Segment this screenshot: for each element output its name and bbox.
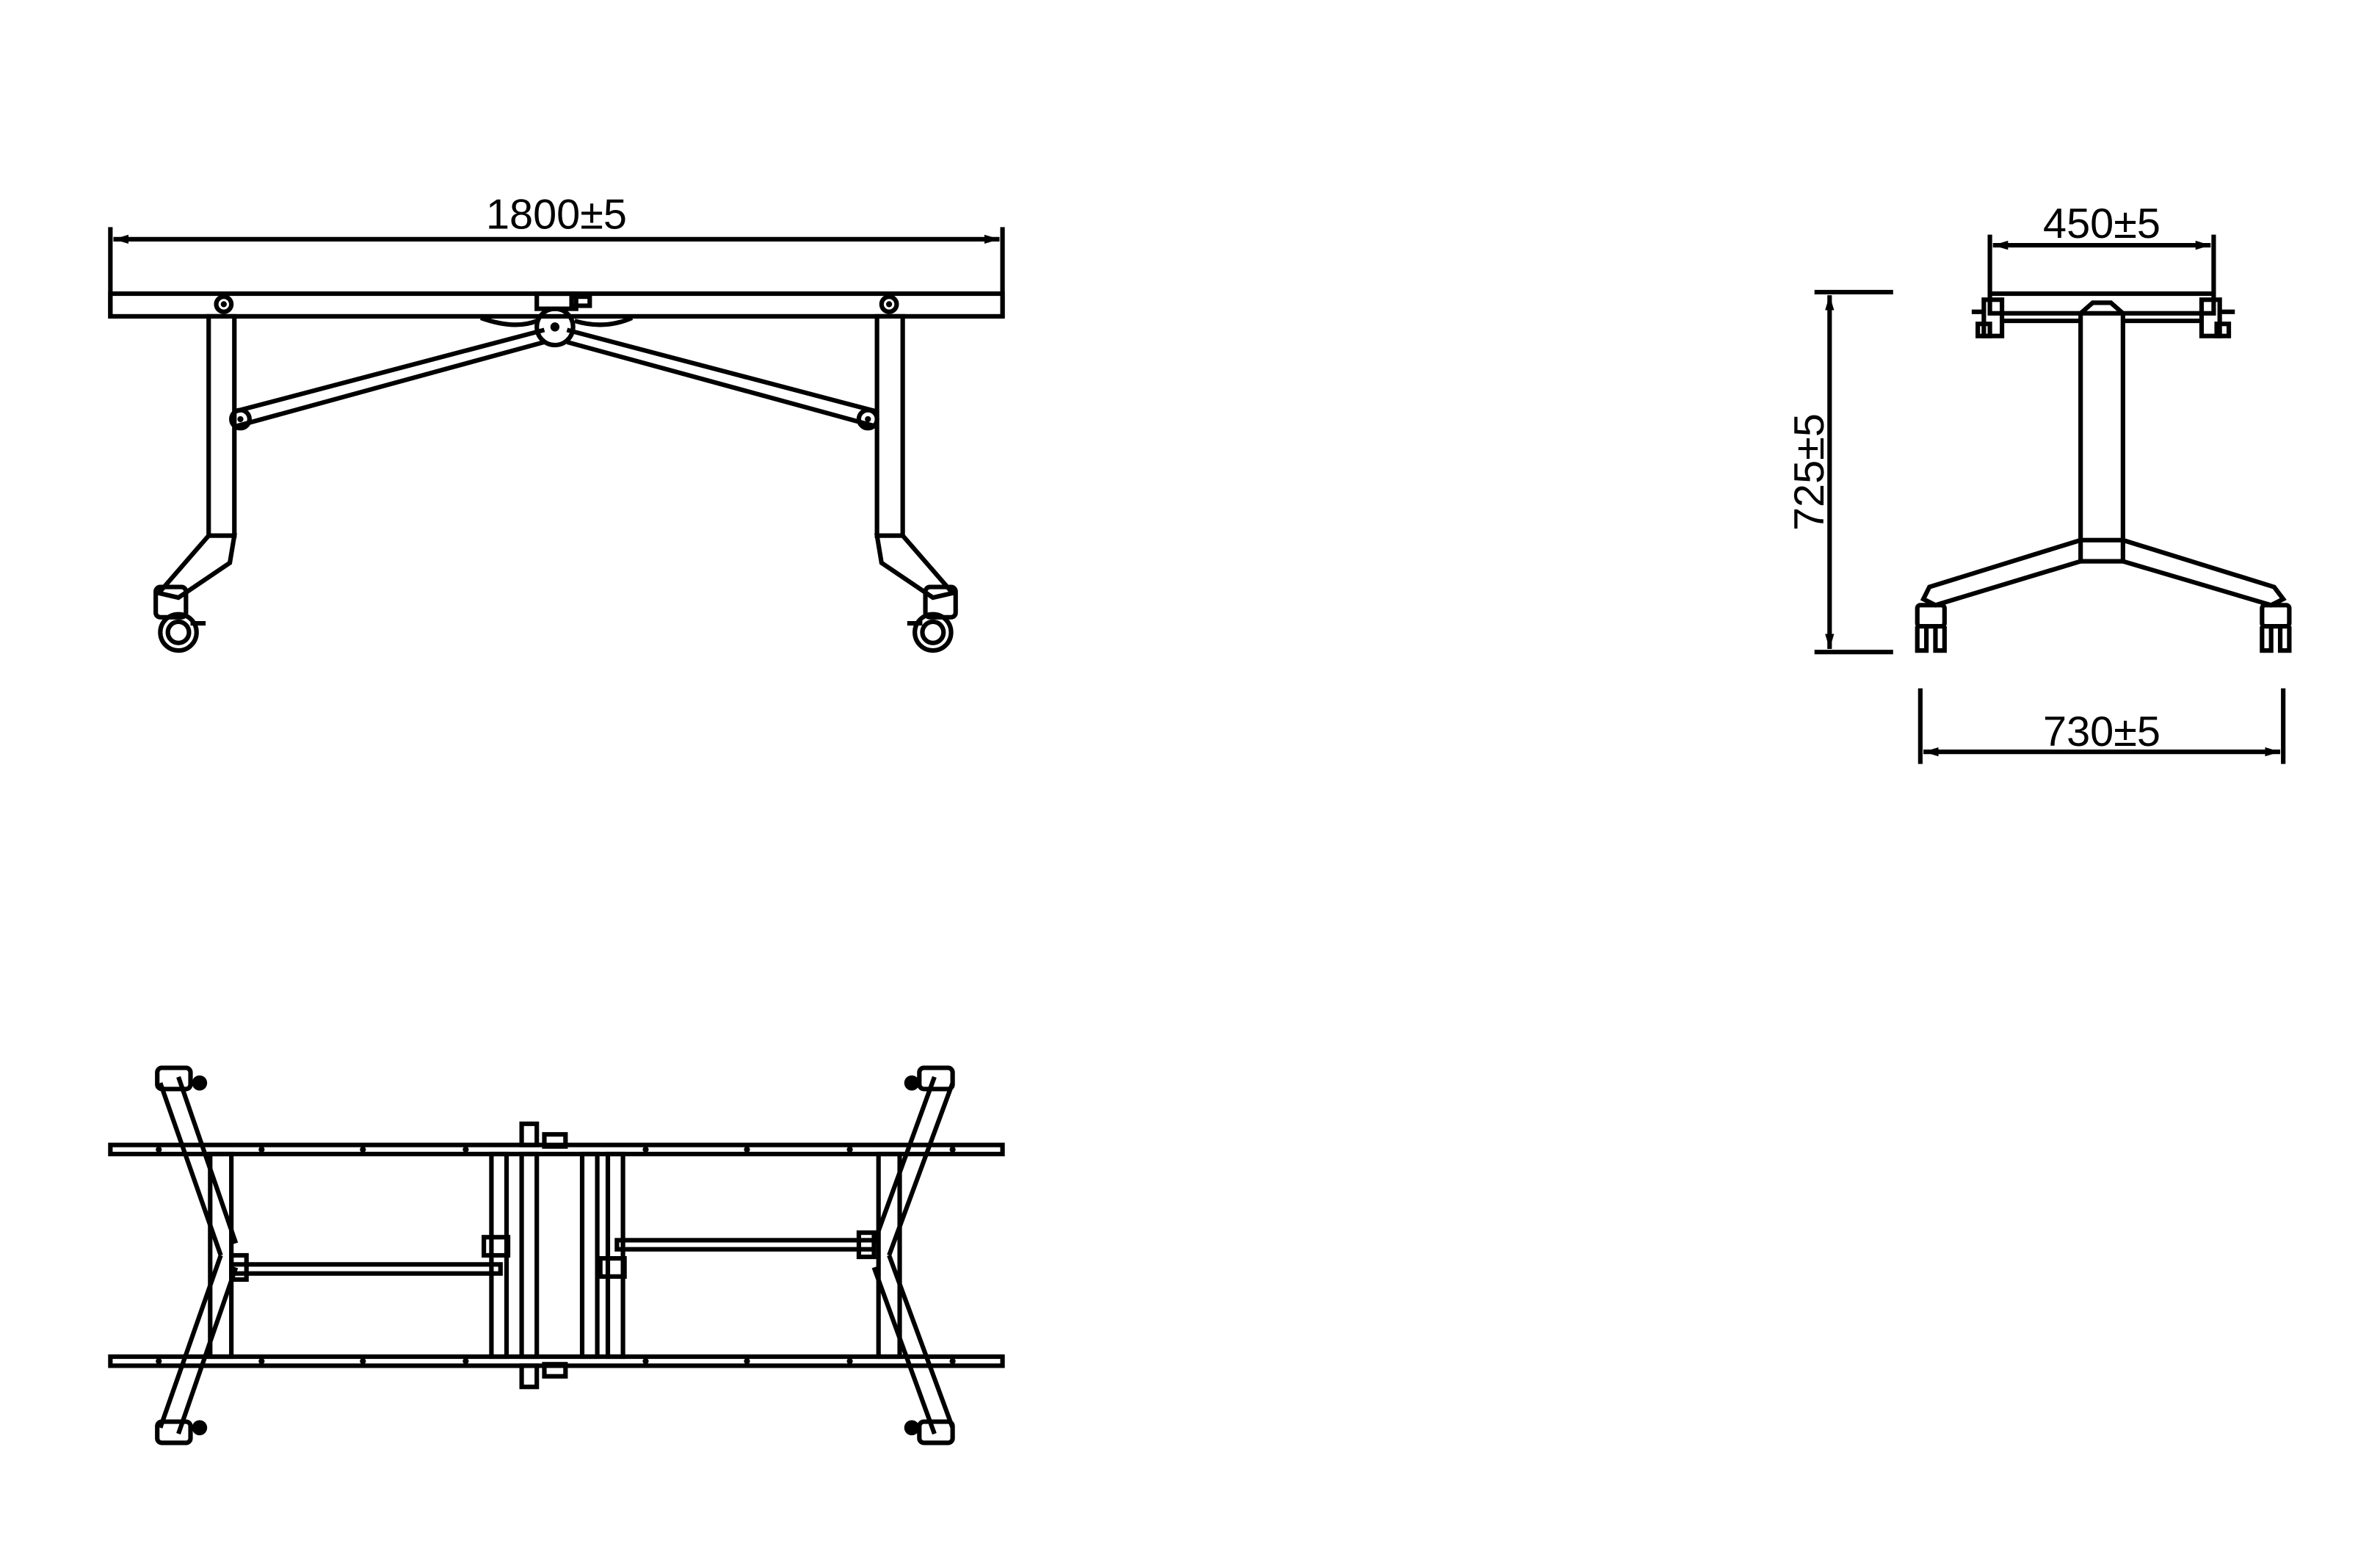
table-top-front	[108, 291, 1005, 319]
x-legs-right	[871, 1065, 955, 1445]
dimension-length-label: 1800±5	[486, 191, 627, 238]
leg-right-front	[874, 313, 958, 653]
side-view: 450±5 725±5	[1786, 200, 2292, 764]
dimension-length: 1800±5	[108, 191, 1005, 318]
center-braces	[229, 1121, 877, 1390]
front-view: 1800±5	[108, 191, 1005, 653]
base-feet	[1915, 537, 2292, 653]
dimension-height: 725±5	[1786, 289, 1893, 655]
hinge-mechanism	[479, 291, 634, 348]
dimension-top-depth-label: 450±5	[2043, 200, 2160, 247]
plan-view	[108, 1065, 1005, 1445]
dimension-top-depth: 450±5	[1987, 200, 2216, 296]
dimension-height-label: 725±5	[1786, 413, 1833, 531]
cross-braces	[229, 327, 879, 431]
center-column	[2078, 300, 2125, 564]
x-legs-left	[155, 1065, 239, 1445]
leg-left-front	[153, 313, 237, 653]
dimension-base-width-label: 730±5	[2043, 708, 2160, 755]
table-top-side	[1987, 291, 2216, 316]
dimension-base-width: 730±5	[1918, 688, 2286, 764]
